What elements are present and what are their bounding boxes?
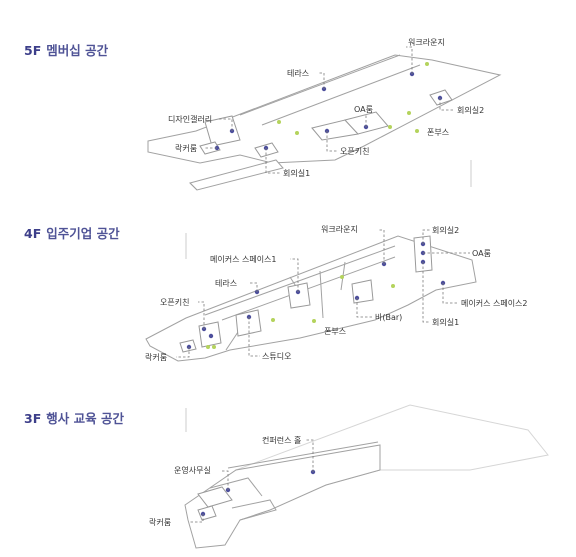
floor-level: 3F xyxy=(24,411,42,426)
label-3f-office: 운영사무실 xyxy=(174,465,211,475)
floor-3f-outline xyxy=(184,444,381,549)
heading-4f: 4F 입주기업 공간 xyxy=(24,223,120,242)
label-5f-oa: OA룸 xyxy=(354,105,373,114)
marker-kitchen2 xyxy=(208,333,214,339)
floor-name: 멤버십 공간 xyxy=(46,43,109,58)
floor-5f-corridor xyxy=(189,159,284,191)
label-5f-locker: 락커룸 xyxy=(175,143,197,153)
floor-3f-plan: 컨퍼런스 홀 운영사무실 락커룸 xyxy=(149,404,549,549)
floor-5f-plan: 워크라운지 테라스 회의실2 OA룸 디자인갤러리 폰부스 락커룸 오픈키친 회… xyxy=(147,38,502,191)
floor-level: 5F xyxy=(24,43,42,58)
label-4f-kitchen: 오픈키친 xyxy=(160,297,189,307)
phone-booth-dot xyxy=(206,345,210,349)
room-office xyxy=(197,486,233,508)
room-oa xyxy=(344,111,389,135)
phone-booth-dot xyxy=(415,129,419,133)
phone-booth-dot xyxy=(277,120,281,124)
label-5f-meet1: 회의실1 xyxy=(283,168,310,178)
label-4f-bar: 바(Bar) xyxy=(375,312,402,322)
room-makers1 xyxy=(287,282,311,309)
label-4f-makers2: 메이커스 스페이스2 xyxy=(461,298,528,308)
phone-booth-dot xyxy=(295,131,299,135)
phone-booth-dot xyxy=(340,275,344,279)
label-4f-terrace: 테라스 xyxy=(215,279,237,288)
label-4f-wlounge: 워크라운지 xyxy=(321,225,358,234)
label-4f-studio: 스튜디오 xyxy=(262,352,291,361)
room-studio xyxy=(235,309,262,337)
heading-5f: 5F 멤버십 공간 xyxy=(24,40,108,59)
floor-name: 행사 교육 공간 xyxy=(46,411,124,426)
label-3f-locker: 락커룸 xyxy=(149,517,171,527)
label-5f-phone: 폰부스 xyxy=(427,128,449,137)
label-4f-oa: OA룸 xyxy=(472,249,491,258)
label-5f-gallery: 디자인갤러리 xyxy=(168,114,212,124)
floor-4f-outline xyxy=(145,235,477,362)
phone-booth-dot xyxy=(212,345,216,349)
label-3f-conf: 컨퍼런스 홀 xyxy=(262,435,301,445)
heading-3f: 3F 행사 교육 공간 xyxy=(24,408,124,427)
label-4f-phone: 폰부스 xyxy=(324,327,346,336)
floor-name: 입주기업 공간 xyxy=(46,226,120,241)
label-5f-wlounge: 워크라운지 xyxy=(408,38,445,47)
phone-booth-dot xyxy=(391,284,395,288)
floor-4f-plan: 워크라운지 회의실2 메이커스 스페이스1 OA룸 테라스 메이커스 스페이스2… xyxy=(145,225,528,362)
label-4f-locker: 락커룸 xyxy=(145,352,167,362)
label-4f-meet2: 회의실2 xyxy=(432,225,459,235)
label-5f-kitchen: 오픈키친 xyxy=(340,146,369,156)
label-5f-terrace: 테라스 xyxy=(287,69,309,78)
floor-level: 4F xyxy=(24,226,42,241)
phone-booth-dot xyxy=(388,125,392,129)
room-gallery xyxy=(204,115,241,147)
room-locker xyxy=(197,505,217,521)
label-5f-meet2: 회의실2 xyxy=(457,105,484,115)
phone-booth-dot xyxy=(407,111,411,115)
phone-booth-dot xyxy=(271,318,275,322)
room-bar xyxy=(351,279,374,304)
phone-booth-dot xyxy=(312,319,316,323)
label-4f-makers1: 메이커스 스페이스1 xyxy=(210,254,277,264)
phone-booth-dot xyxy=(425,62,429,66)
label-4f-meet1: 회의실1 xyxy=(432,317,459,327)
